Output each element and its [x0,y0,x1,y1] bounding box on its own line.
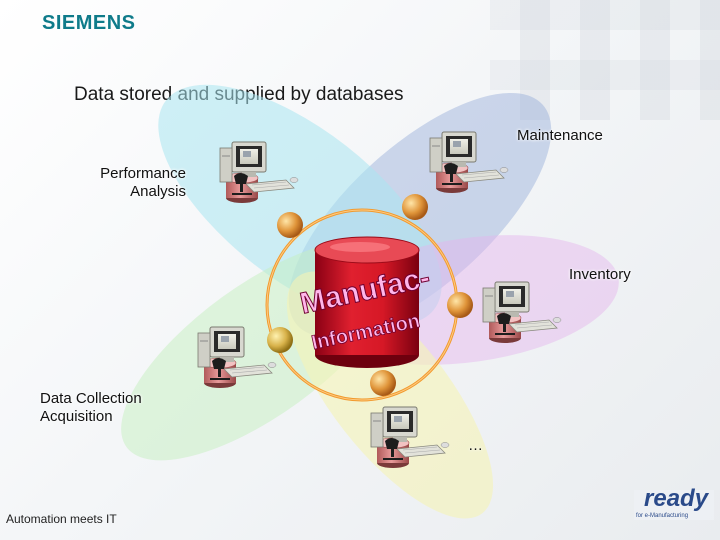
ready-logo: ready for e-Manufacturing [634,476,714,520]
ready-logo-tagline: for e-Manufacturing [636,513,688,519]
orbit-node [267,327,293,353]
label-performance-line2: Analysis [130,183,186,200]
ready-logo-word: ready [644,485,710,512]
orbit-node [370,370,396,396]
central-database: Manufac- Information [297,236,433,368]
label-datacollection-line2: Acquisition [40,408,113,425]
label-more: … [468,437,483,454]
label-performance: Performance Analysis [70,165,186,201]
label-datacollection-line1: Data Collection [40,390,142,407]
label-performance-line1: Performance [100,165,186,182]
orbit-node [402,194,428,220]
label-inventory: Inventory [569,266,631,283]
orbit-node [277,212,303,238]
orbit-node [447,292,473,318]
orbit-nodes [267,194,473,396]
siemens-logo: SIEMENS [42,12,136,34]
background-pattern [490,0,720,120]
label-maintenance: Maintenance [517,127,603,144]
footer-text: Automation meets IT [6,512,117,526]
label-datacollection: Data Collection Acquisition [40,390,142,426]
